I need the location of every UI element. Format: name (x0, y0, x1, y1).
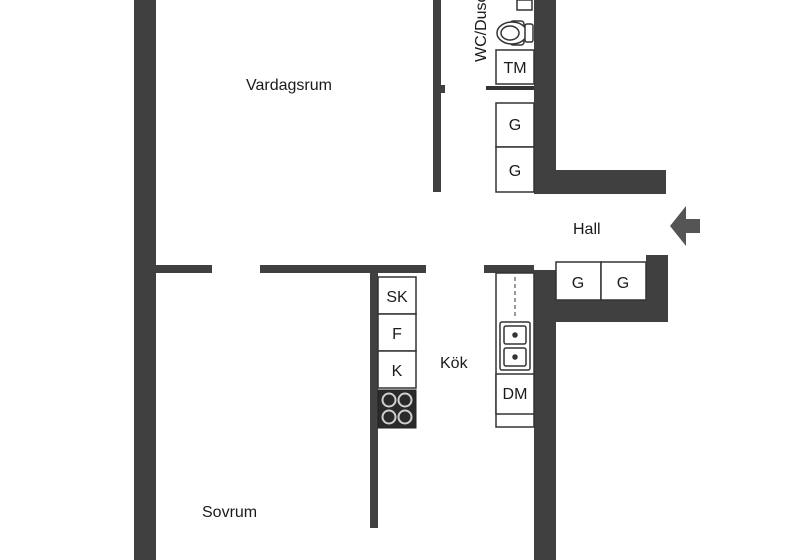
fridge-k-label: K (392, 363, 403, 380)
room-label-living: Vardagsrum (246, 77, 332, 94)
toilet-icon (496, 20, 534, 46)
kitchen-wall-west (370, 273, 378, 528)
room-label-hall: Hall (573, 221, 601, 238)
wardrobe-box-2 (495, 146, 535, 193)
hall-wall-south (534, 300, 666, 322)
kitchen-wall-stub (484, 265, 534, 273)
kitchen-wall-east (534, 270, 556, 560)
outer-wall-west (134, 0, 156, 560)
wardrobe-box-4 (600, 261, 647, 301)
wardrobe-label-4: G (617, 275, 629, 292)
dishwasher-box (495, 373, 535, 415)
fridge-f-box (377, 313, 417, 352)
dishwasher-label: DM (503, 386, 528, 403)
partition-wall-left (156, 265, 212, 273)
freezer-label: SK (386, 289, 408, 306)
hall-fixtures (555, 261, 647, 301)
wardrobe-box-3 (555, 261, 602, 301)
fridge-f-label: F (392, 326, 402, 343)
entrance-arrow-icon (670, 206, 700, 246)
living-wall-east (433, 0, 441, 192)
kitchen-sink-icon (499, 321, 531, 371)
wardrobe-label-3: G (572, 275, 584, 292)
entrance-jamb-south (646, 255, 668, 322)
bath-cabinet-top (516, 0, 533, 11)
room-label-kitchen: Kök (440, 355, 469, 372)
wardrobe-box-1 (495, 102, 535, 148)
kitchen-left-fixtures (377, 276, 417, 389)
wardrobe-label-2: G (509, 163, 521, 180)
washer-label: TM (503, 60, 526, 77)
kitchen-right-fixtures (495, 272, 535, 428)
room-label-bath: WC/Dusch (473, 0, 490, 62)
stove-icon (377, 389, 417, 429)
room-label-bedroom: Sovrum (202, 504, 257, 521)
walls (134, 0, 668, 560)
bathroom-fixtures (486, 0, 535, 193)
bath-wall-east (534, 0, 556, 192)
living-wall-stub (441, 85, 445, 93)
fridge-k-box (377, 350, 417, 389)
wardrobe-label-1: G (509, 117, 521, 134)
washer-box (495, 49, 535, 85)
entrance-jamb-north (644, 170, 666, 194)
partition-wall-mid (260, 265, 426, 273)
